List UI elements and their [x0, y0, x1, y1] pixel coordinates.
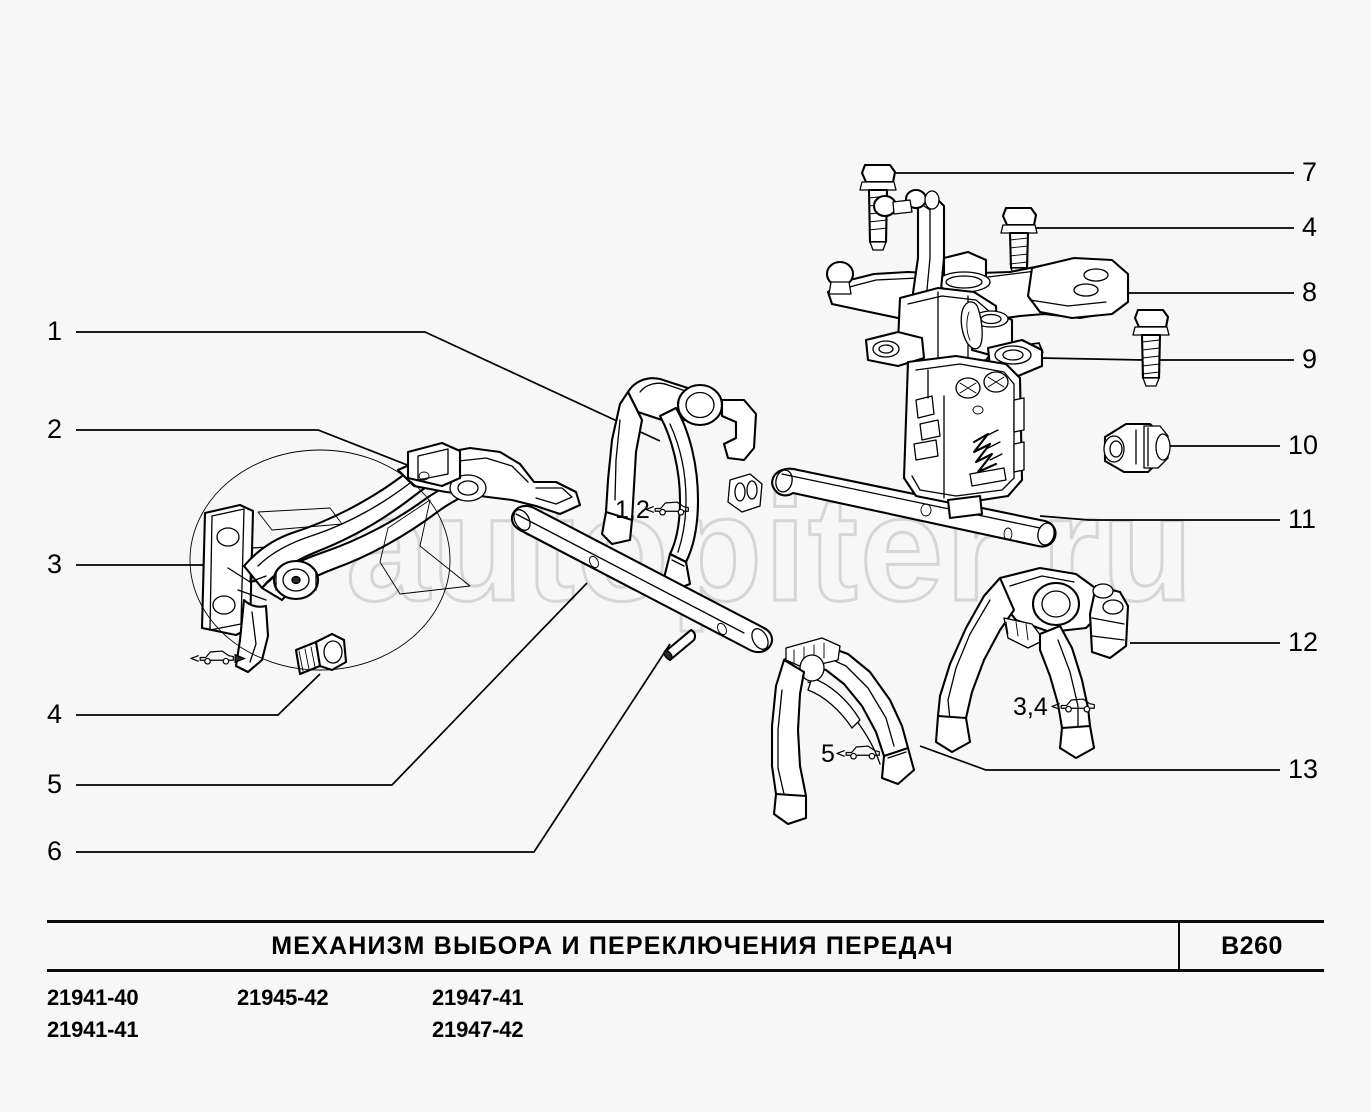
leader-line-1: [76, 331, 661, 442]
part-number-21941-41: 21941-41: [47, 1017, 139, 1042]
callout-number-7: 7: [1302, 157, 1318, 187]
leader-line-9: [1040, 357, 1294, 361]
part-number-row-2: 21941-41 21947-42: [47, 1017, 947, 1049]
car-direction-icon-5: [836, 745, 880, 760]
leader-line-4l: [76, 673, 321, 716]
callout-number-4-right: 4: [1302, 212, 1318, 242]
part-shift-rod: [510, 504, 774, 654]
callout-number-11: 11: [1288, 504, 1317, 534]
part-bolt-4-right: [1000, 206, 1038, 277]
callout-number-12: 12: [1288, 627, 1319, 657]
part-shift-rail: [771, 467, 1057, 548]
lever-pivot-boss: [272, 559, 320, 601]
part-roll-pin: [663, 628, 697, 662]
part-bolt-9: [1132, 308, 1170, 387]
part-number-21947-41: 21947-41: [432, 985, 524, 1010]
callout-number-6: 6: [47, 836, 63, 866]
gear-label-3-4: 3,4: [1013, 693, 1048, 721]
diagram-code: B260: [1221, 931, 1283, 960]
diagram-title: МЕХАНИЗМ ВЫБОРА И ПЕРЕКЛЮЧЕНИЯ ПЕРЕДАЧ: [271, 931, 954, 960]
title-block: МЕХАНИЗМ ВЫБОРА И ПЕРЕКЛЮЧЕНИЯ ПЕРЕДАЧ B…: [47, 920, 1324, 972]
gear-label-1-2: 1,2: [615, 496, 650, 524]
title-rule-bottom: [47, 969, 1324, 972]
part-bushing-sleeve: [1103, 422, 1171, 474]
callout-number-8: 8: [1302, 277, 1318, 307]
gear-label-5: 5: [821, 740, 835, 768]
callout-number-2: 2: [47, 414, 63, 444]
leader-line-11: [1039, 515, 1280, 521]
leader-line-13: [919, 745, 1280, 771]
leader-line-5: [76, 582, 588, 786]
title-block-body: МЕХАНИЗМ ВЫБОРА И ПЕРЕКЛЮЧЕНИЯ ПЕРЕДАЧ B…: [47, 923, 1324, 969]
part-selector-lever-arm: [227, 441, 582, 674]
part-guide-plate-assembly: [902, 354, 1025, 520]
part-bolt-left: [294, 632, 348, 676]
callout-number-5: 5: [47, 769, 63, 799]
car-direction-icon-bracket: [190, 650, 247, 665]
callout-number-3: 3: [47, 549, 63, 579]
callout-number-1: 1: [47, 316, 63, 346]
callout-number-10: 10: [1288, 430, 1319, 460]
part-number-21941-40: 21941-40: [47, 985, 139, 1010]
ghost-outline-chevron: [189, 449, 471, 671]
title-block-divider: [1178, 923, 1180, 969]
car-direction-icon-3-4: [1051, 698, 1095, 713]
part-number-21947-42: 21947-42: [432, 1017, 524, 1042]
part-number-row-1: 21941-40 21945-42 21947-41: [47, 985, 947, 1017]
part-shift-fork-1-2: [600, 377, 763, 592]
callout-number-13: 13: [1288, 754, 1319, 784]
callout-number-9: 9: [1302, 344, 1318, 374]
part-shift-fork-3-4: [934, 566, 1130, 760]
part-selector-housing: [864, 286, 1044, 378]
callout-number-4-left: 4: [47, 699, 63, 729]
part-number-21945-42: 21945-42: [237, 985, 329, 1010]
part-gear-selector-mechanism: [825, 163, 1170, 520]
leader-line-2: [76, 429, 421, 471]
car-direction-icon-1-2: [645, 501, 689, 516]
title-rule-top: [47, 920, 1324, 923]
leader-line-6: [76, 643, 671, 853]
part-number-table: 21941-40 21945-42 21947-41 21941-41 2194…: [47, 985, 947, 1049]
car-direction-icons: [190, 501, 1095, 760]
part-shift-fork-5: [770, 637, 916, 826]
